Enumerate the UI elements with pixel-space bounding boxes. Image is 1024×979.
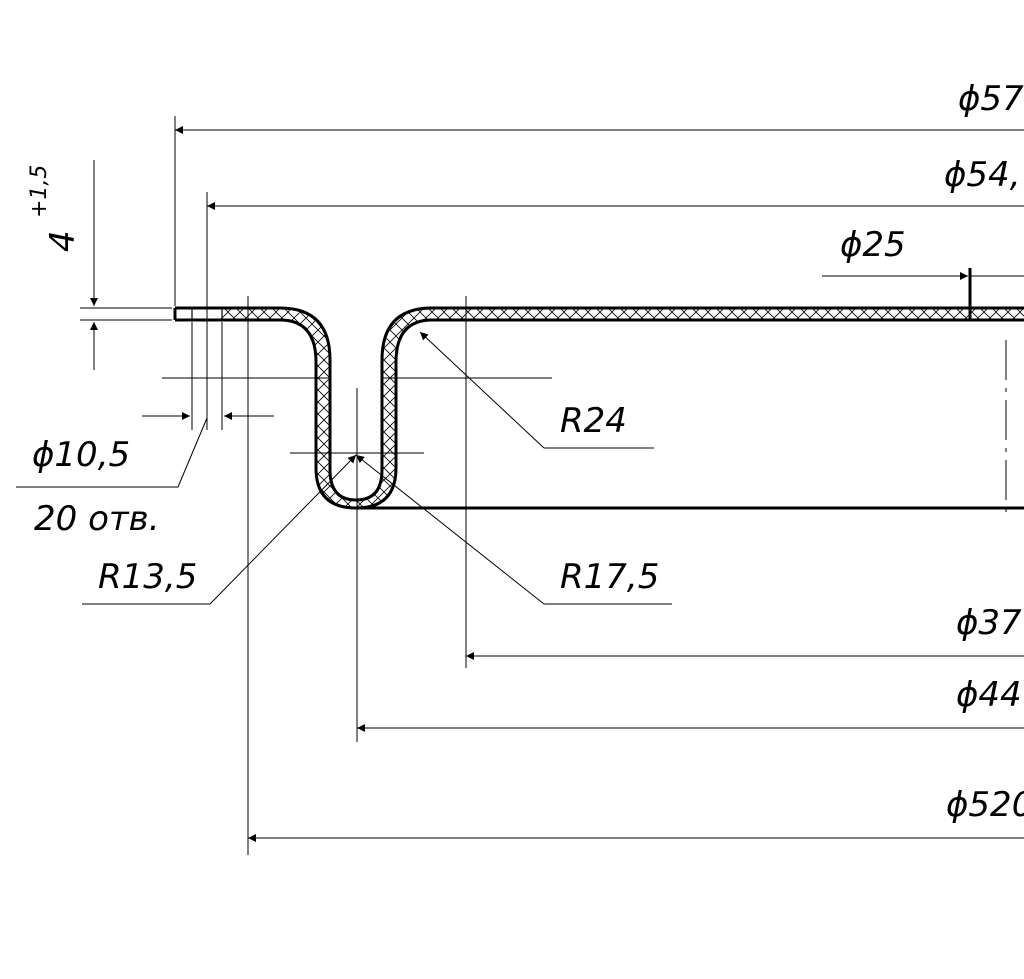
- leader-r175: [355, 454, 545, 605]
- label-d547: ϕ54,7: [944, 155, 1024, 195]
- leader-r135: [209, 454, 357, 605]
- label-d25: ϕ25: [840, 225, 906, 265]
- label-r135: R13,5: [98, 557, 197, 597]
- extension-lines: [80, 116, 552, 855]
- dimension-labels: ϕ57 ϕ54,7 ϕ25 R24 ϕ10,5 20 отв. R13,5 R1…: [27, 79, 1024, 825]
- part-profile: [173, 268, 1024, 520]
- label-hole-count: 20 отв.: [34, 499, 160, 539]
- label-d570: ϕ57: [958, 79, 1024, 119]
- label-r24: R24: [560, 401, 627, 441]
- dimension-lines: [16, 126, 1024, 842]
- leader-hole: [16, 417, 208, 488]
- label-r175: R17,5: [560, 557, 659, 597]
- label-d520: ϕ520: [946, 785, 1024, 825]
- label-d445: ϕ44: [956, 675, 1022, 715]
- label-hole-dia: ϕ10,5: [32, 435, 130, 475]
- profile-outer-contour: [175, 306, 1024, 502]
- label-d375: ϕ37: [956, 603, 1022, 643]
- label-thickness: 4: [43, 230, 83, 252]
- leader-r24: [419, 331, 545, 449]
- label-thickness-tolerance: +1,5: [27, 165, 52, 218]
